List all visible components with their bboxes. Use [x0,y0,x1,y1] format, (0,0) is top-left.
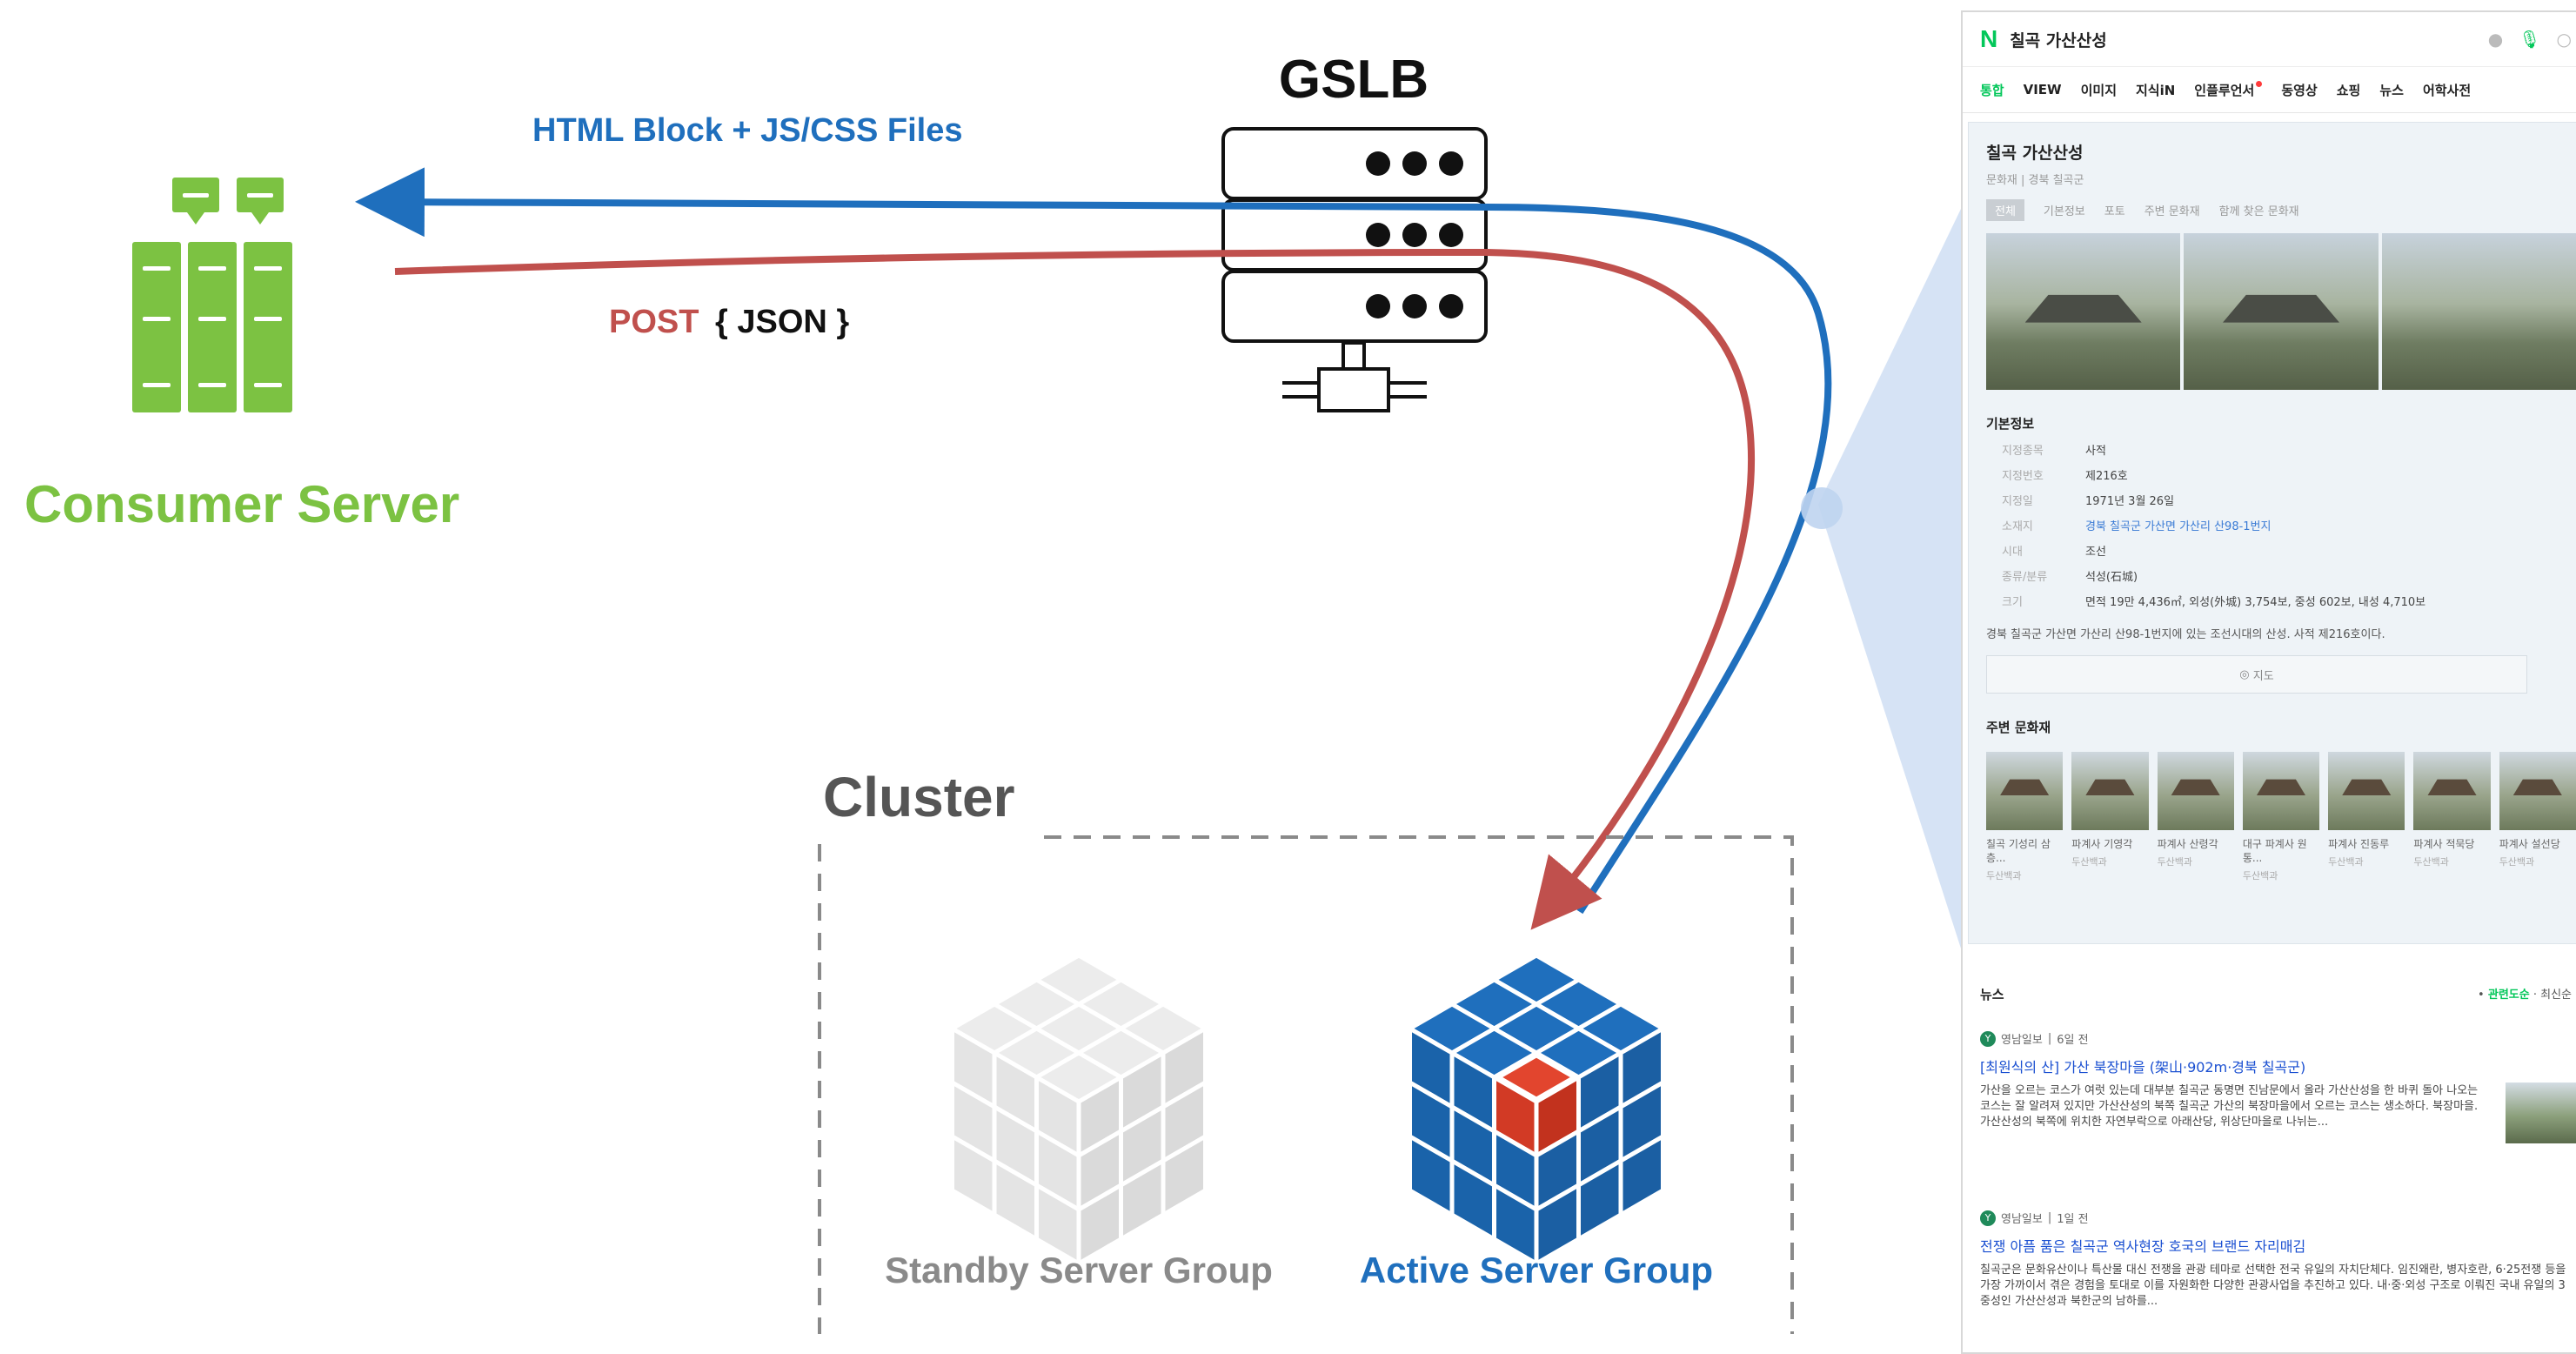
tab-video: 동영상 [2281,82,2318,98]
news-source-icon: Y [1980,1030,1996,1047]
zoom-wedge [1818,209,1961,948]
subtab-all: 전체 [1986,199,2024,221]
search-tabs: 통합 VIEW 이미지 지식iN 인플루언서 동영상 쇼핑 뉴스 어학사전 [1963,67,2576,113]
subtab-photo: 포토 [2104,205,2125,218]
search-bar-icons: ● 🎙 ○ [2488,29,2572,50]
zoom-anchor-dot [1801,487,1843,529]
news-sort: • 관련도순 · 최신순 [2478,989,2572,1002]
nearby-item: 칠곡 기성리 삼층...두산백과 [1986,752,2064,882]
clear-icon: ● [2487,29,2504,50]
knowledge-panel: 칠곡 가산산성 문화재 | 경북 칠곡군 전체 기본정보 포토 주변 문화재 함… [1968,122,2576,944]
tab-images: 이미지 [2080,82,2117,98]
active-label: Active Server Group [1360,1250,1713,1290]
knowledge-subtitle: 문화재 | 경북 칠곡군 [1986,174,2084,187]
news-title: 뉴스 [1980,987,2004,1002]
news-headline: [최원식의 산] 가산 북장마을 (架山·902m·경북 칠곡군) [1980,1059,2306,1076]
new-badge [2256,80,2263,87]
photo [2381,233,2576,390]
request-label: POST { JSON } [609,304,849,340]
photo [2184,233,2379,390]
tab-influencer: 인플루언서 [2194,80,2263,99]
news-thumbnail [2506,1083,2576,1143]
standby-server-group-icon [950,953,1208,1266]
standby-label: Standby Server Group [885,1250,1273,1290]
tab-dictionary: 어학사전 [2422,82,2472,98]
request-method: POST [609,304,699,340]
response-arrow [355,167,1832,915]
map-pin-icon: ◎ [2239,667,2253,681]
active-server-group-icon [1408,953,1665,1266]
knowledge-description: 경북 칠곡군 가산면 가산리 산98-1번지에 있는 조선시대의 산성. 사적 … [1986,628,2385,641]
response-label: HTML Block + JS/CSS Files [532,112,963,149]
tab-all: 통합 [1980,82,2004,98]
cluster-boundary [818,835,1794,1334]
request-payload: { JSON } [715,304,849,340]
tab-kin: 지식iN [2136,82,2176,98]
highlighted-cell [1495,1053,1577,1102]
cube-cell [1534,1183,1581,1266]
tab-view: VIEW [2023,82,2062,97]
map-button: ◎ 지도 [1986,655,2527,694]
request-arrow [394,248,1756,930]
search-icon: ○ [2556,29,2572,50]
subtab-basic: 기본정보 [2043,205,2085,218]
news-header: 뉴스 • 관련도순 · 최신순 [1980,985,2572,1003]
search-result-screenshot: N 칠곡 가산산성 ● 🎙 ○ 통합 VIEW 이미지 지식iN 인플루언서 동… [1961,10,2576,1354]
news-snippet: 가산을 오르는 코스가 여럿 있는데 대부분 칠곡군 동명면 진남문에서 올라 … [1980,1084,2479,1129]
consumer-server-icon [132,178,292,412]
consumer-server-label: Consumer Server [24,475,459,533]
knowledge-title: 칠곡 가산산성 [1986,144,2084,163]
gslb-title: GSLB [1279,50,1429,110]
search-logo: N [1980,25,1998,52]
architecture-diagram: Consumer Server GSLB HTML Block + JS/CSS… [24,50,1961,1334]
info-section-title: 기본정보 [1986,416,2035,432]
tab-shopping: 쇼핑 [2336,82,2361,98]
cube-cell [1076,1183,1123,1266]
knowledge-photos [1986,233,2576,390]
tab-news: 뉴스 [2379,82,2404,98]
cluster-label: Cluster [823,766,1015,828]
mic-icon: 🎙 [2519,29,2541,50]
search-query: 칠곡 가산산성 [2010,30,2107,50]
subtab-related: 함께 찾은 문화재 [2218,205,2299,218]
nearby-item: 대구 파계사 원통...두산백과 [2242,752,2320,882]
news-source-icon: Y [1980,1210,1996,1226]
nearby-section-title: 주변 문화재 [1986,720,2051,735]
news-snippet: 칠곡군은 문화유산이나 특산물 대신 전쟁을 관광 테마로 선택한 전국 유일의… [1980,1264,2566,1308]
news-headline: 전쟁 아픔 품은 칠곡군 역사현장 호국의 브랜드 자리매김 [1980,1238,2306,1255]
gslb-server-stack-icon [1221,127,1488,412]
knowledge-subtabs: 전체 기본정보 포토 주변 문화재 함께 찾은 문화재 [1986,199,2576,221]
photo [1986,233,2181,390]
search-bar: N 칠곡 가산산성 ● 🎙 ○ [1963,12,2576,67]
subtab-nearby: 주변 문화재 [2144,205,2200,218]
